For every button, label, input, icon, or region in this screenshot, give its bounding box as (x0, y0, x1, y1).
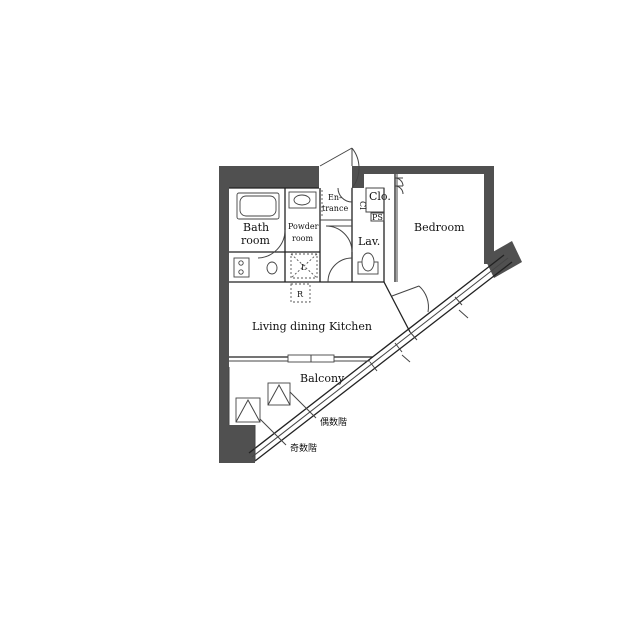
label-laundry: L (301, 263, 307, 272)
label-powder-room: room (292, 234, 313, 243)
wall-top-right (364, 166, 494, 174)
label-fridge: R (297, 290, 304, 299)
label-entrance: En- (328, 193, 342, 202)
toilet (361, 252, 375, 272)
wall-right (484, 166, 494, 264)
fridge-space (290, 283, 311, 303)
label-ldk: Living dining Kitchen (252, 320, 372, 333)
partitions (228, 174, 411, 461)
label-odd-floor: 奇数階 (290, 442, 317, 454)
label-bath-room: room (241, 234, 271, 247)
kitchen-sink (266, 261, 278, 275)
wall-bottom-left (219, 425, 255, 463)
label-entrance-2: trance (322, 204, 348, 213)
wall-top-left (219, 166, 319, 188)
label-powder: Powder (288, 222, 319, 231)
label-bedroom: Bedroom (414, 221, 465, 234)
doors (257, 147, 429, 313)
label-even-floor: 偶数階 (320, 416, 347, 428)
label-bath: Bath (243, 221, 269, 234)
label-ps: PS (372, 213, 383, 222)
laundry-space (290, 253, 318, 279)
balcony-vent-lower (235, 397, 261, 423)
stove (233, 257, 250, 278)
label-closet-side: Cl (358, 201, 367, 210)
label-lavatory: Lav. (358, 235, 380, 248)
fixtures (233, 190, 379, 446)
label-closet: Clo. (369, 190, 391, 203)
diagonal-wall (248, 254, 513, 462)
wall-left (219, 166, 229, 463)
balcony-vent-upper (267, 382, 291, 406)
labels: Bath room Powder room En- trance Cl Clo.… (241, 190, 465, 454)
label-balcony: Balcony (300, 372, 345, 385)
